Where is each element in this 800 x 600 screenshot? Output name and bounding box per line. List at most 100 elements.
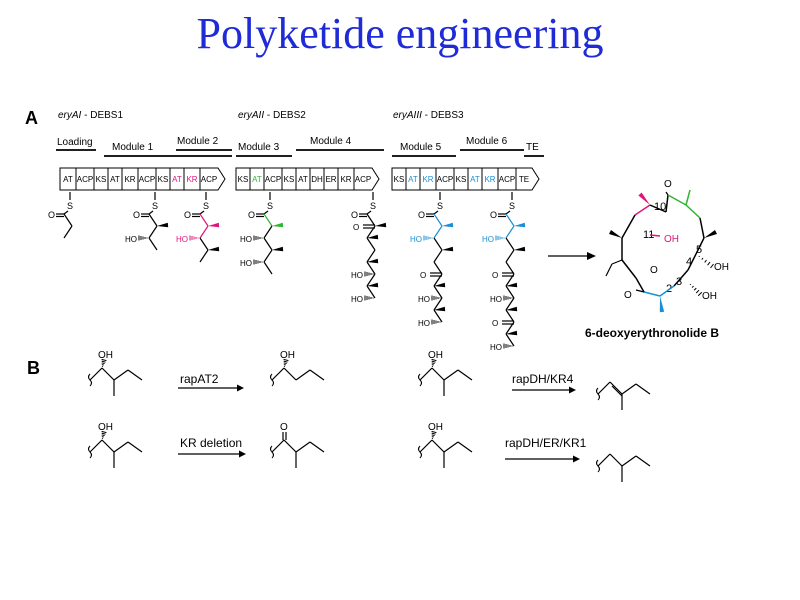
domain-label: ACP (355, 175, 371, 184)
bond (505, 297, 515, 311)
oxygen-label: O (490, 210, 497, 220)
ring-number-3: 3 (676, 276, 683, 288)
bond (433, 225, 443, 239)
bond (366, 237, 376, 251)
bond (271, 439, 285, 453)
bond (635, 455, 651, 467)
hydroxyl-label: HO (240, 235, 252, 244)
domain-label: AT (110, 175, 120, 184)
wedge-bond (506, 306, 518, 312)
ring-number-4: 4 (686, 256, 693, 268)
bond (431, 434, 435, 437)
sulfur-label: S (267, 201, 273, 211)
bond (693, 287, 697, 291)
bond (271, 367, 285, 381)
bond (263, 213, 273, 227)
bond (309, 369, 325, 381)
bond (695, 289, 700, 294)
bond (605, 263, 613, 277)
bond (101, 362, 105, 365)
bond (283, 362, 287, 365)
domain-label: KR (422, 175, 433, 184)
bond (685, 189, 691, 206)
domain-label: KR (124, 175, 135, 184)
wedge-bond (367, 282, 379, 288)
bond (701, 257, 704, 260)
sulfur-label: S (370, 201, 376, 211)
bond (263, 261, 273, 275)
hydroxyl-label: HO (351, 295, 363, 304)
bond (698, 255, 700, 258)
bond (659, 285, 675, 297)
domain-label: KR (484, 175, 495, 184)
oxygen-label: O (420, 271, 426, 280)
gene-debs1: eryAI - DEBS1 (58, 110, 124, 121)
bond (431, 432, 436, 435)
oxygen-label: O (650, 265, 658, 276)
bond (433, 285, 443, 299)
bond (505, 321, 515, 335)
bond (505, 333, 515, 347)
arrow-head (587, 252, 596, 260)
domain-label: AT (172, 175, 182, 184)
bond (687, 253, 697, 271)
module-label-te: TE (526, 142, 539, 153)
bond (707, 261, 711, 266)
hydroxyl-label: HO (125, 235, 137, 244)
wedge-bond (514, 222, 526, 228)
module-label-2: Module 2 (177, 136, 219, 147)
hydroxyl-label: HO (240, 259, 252, 268)
bond (710, 263, 714, 269)
domain-label: ACP (499, 175, 515, 184)
bond (113, 369, 129, 381)
arrow-head (569, 386, 576, 394)
bond (431, 430, 437, 434)
bond (101, 358, 107, 362)
domain-label: ACP (201, 175, 217, 184)
bond (309, 441, 325, 453)
reaction-label-rapat2: rapAT2 (180, 372, 219, 386)
hydroxyl-label: OH (714, 262, 729, 273)
domain-label: AT (470, 175, 480, 184)
bond (89, 367, 103, 381)
bond (366, 210, 372, 215)
oxygen-label: O (48, 210, 55, 220)
arrow-head (239, 450, 246, 458)
bond (691, 285, 694, 288)
hydroxyl-label: HO (410, 235, 422, 244)
panel-a-label: A (25, 108, 38, 128)
bond (101, 434, 105, 437)
reaction-label-rapdh-kr4: rapDH/KR4 (512, 372, 574, 386)
wedge-bond (442, 222, 454, 228)
oxygen-label: O (664, 179, 672, 190)
reaction-label-kr-deletion: KR deletion (180, 436, 243, 450)
wedge-bond (272, 222, 284, 228)
oxygen-label: O (492, 271, 498, 280)
bond (101, 360, 106, 363)
domain-label: TE (519, 175, 529, 184)
bond (283, 360, 288, 363)
hydroxyl-label: OH (98, 350, 113, 361)
oxygen-label: O (184, 210, 191, 220)
bond (127, 369, 143, 381)
bond (366, 285, 376, 299)
bond (611, 259, 623, 265)
bond (457, 369, 473, 381)
domain-label: AT (298, 175, 308, 184)
module-brackets (56, 149, 544, 157)
bond (199, 225, 209, 239)
bond (689, 283, 692, 286)
bond (366, 213, 376, 227)
bond (419, 439, 433, 453)
bond (431, 439, 445, 453)
sulfur-label: S (509, 201, 515, 211)
bond (199, 249, 209, 263)
bond (697, 291, 703, 297)
oxygen-label: O (624, 290, 632, 301)
sulfur-label: S (67, 201, 73, 211)
bond (609, 453, 623, 467)
domain-label: ACP (437, 175, 453, 184)
module-label-1: Module 1 (112, 142, 154, 153)
oxygen-label: O (492, 319, 498, 328)
